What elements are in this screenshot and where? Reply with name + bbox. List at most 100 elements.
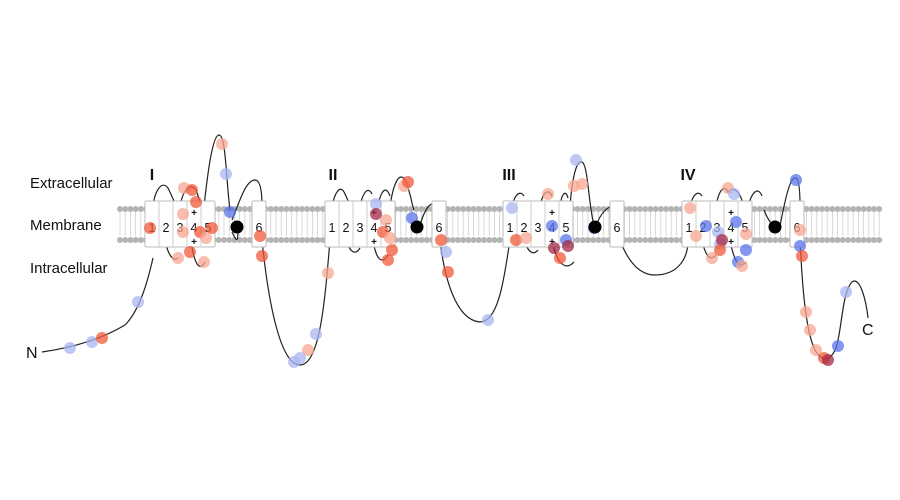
lipid-head-outer: [470, 206, 477, 212]
variant-dot: [542, 188, 554, 200]
variant-dot: [224, 206, 236, 218]
variant-dot: [794, 224, 806, 236]
lipid-head-outer: [496, 206, 503, 212]
segment-label: 5: [385, 221, 392, 235]
lipid-head-inner: [819, 237, 825, 243]
variant-dot: [794, 240, 806, 252]
lipid-head-inner: [829, 237, 836, 243]
variant-dot: [177, 208, 189, 220]
variant-dot: [728, 188, 740, 200]
variant-dot: [840, 286, 852, 298]
lipid-head-outer: [829, 206, 836, 212]
intracellular-label: Intracellular: [30, 260, 108, 277]
lipid-head-inner: [631, 237, 638, 243]
variant-dot: [546, 220, 558, 232]
lipid-head-outer: [283, 206, 290, 212]
lipid-head-inner: [585, 237, 591, 243]
segment-label: 1: [507, 221, 514, 235]
lipid-head-inner: [590, 237, 597, 243]
lipid-head-inner: [288, 237, 295, 243]
loop-d3-d4-linker: [619, 239, 689, 276]
segment-label: 1: [329, 221, 336, 235]
segment-label: 4: [191, 221, 198, 235]
variant-dot: [216, 138, 228, 150]
helix-block: [502, 200, 574, 248]
lipid-head-inner: [221, 237, 227, 243]
c-terminal-tail: [799, 239, 869, 360]
lipid-head-inner: [850, 237, 857, 243]
segment-label: 6: [614, 221, 621, 235]
lipid-head-outer: [413, 206, 420, 212]
variant-dot: [740, 228, 752, 240]
lipid-head-outer: [756, 206, 763, 212]
lipid-head-outer: [215, 206, 222, 212]
variant-dot: [198, 256, 210, 268]
helix-s6: [609, 200, 625, 248]
variant-dot: [736, 260, 748, 272]
variant-dot: [440, 246, 452, 258]
charge-plus-icon: +: [191, 208, 197, 219]
domain-numeral: I: [150, 167, 154, 184]
variant-dot: [740, 244, 752, 256]
lipid-head-inner: [668, 237, 675, 243]
lipid-head-outer: [761, 206, 768, 212]
segment-label: 3: [357, 221, 364, 235]
lipid-head-inner: [824, 237, 831, 243]
lipid-head-inner: [751, 237, 758, 243]
lipid-head-outer: [460, 206, 467, 212]
variant-dot: [730, 216, 742, 228]
domain-numeral: III: [502, 167, 515, 184]
lipid-head-inner: [319, 237, 326, 243]
lipid-head-inner: [595, 237, 602, 243]
segment-label: 1: [686, 221, 693, 235]
lipid-head-inner: [657, 237, 664, 243]
variant-dots: [64, 138, 852, 368]
lipid-head-outer: [637, 206, 643, 212]
pore-marker: [588, 220, 602, 234]
lipid-head-outer: [673, 206, 680, 212]
variant-dot: [172, 252, 184, 264]
lipid-head-inner: [418, 237, 425, 243]
lipid-head-inner: [236, 237, 243, 243]
lipid-head-inner: [309, 237, 316, 243]
variant-dot: [700, 220, 712, 232]
extracellular-label: Extracellular: [30, 175, 113, 192]
variant-dot: [256, 250, 268, 262]
lipid-head-outer: [813, 206, 820, 212]
variant-dot: [370, 208, 382, 220]
lipid-head-outer: [834, 206, 841, 212]
variant-dot: [796, 250, 808, 262]
lipid-head-outer: [819, 206, 825, 212]
lipid-head-outer: [850, 206, 857, 212]
variant-dot: [386, 244, 398, 256]
lipid-head-inner: [855, 237, 862, 243]
charge-plus-icon: +: [728, 237, 734, 248]
variant-dot: [200, 232, 212, 244]
lipid-head-inner: [403, 237, 409, 243]
variant-dot: [790, 174, 802, 186]
loop-d1-d2-linker: [261, 239, 331, 366]
lipid-head-outer: [273, 206, 279, 212]
lipid-head-outer: [299, 206, 305, 212]
lipid-head-outer: [117, 206, 123, 212]
lipid-head-inner: [673, 237, 680, 243]
lipid-head-outer: [236, 206, 243, 212]
lipid-head-outer: [803, 206, 810, 212]
lipid-head-inner: [481, 237, 487, 243]
lipid-head-inner: [470, 237, 477, 243]
lipid-head-inner: [574, 237, 581, 243]
lipid-head-outer: [808, 206, 815, 212]
loop-d2-extracellular: [331, 176, 441, 226]
lipid-head-outer: [871, 206, 877, 212]
variant-dot: [690, 230, 702, 242]
variant-dot: [576, 178, 588, 190]
lipid-head-inner: [756, 237, 763, 243]
variant-dot: [86, 336, 98, 348]
variant-dot: [294, 352, 306, 364]
lipid-head-inner: [122, 237, 129, 243]
variant-dot: [810, 344, 822, 356]
lipid-head-inner: [127, 237, 134, 243]
variant-dot: [190, 196, 202, 208]
